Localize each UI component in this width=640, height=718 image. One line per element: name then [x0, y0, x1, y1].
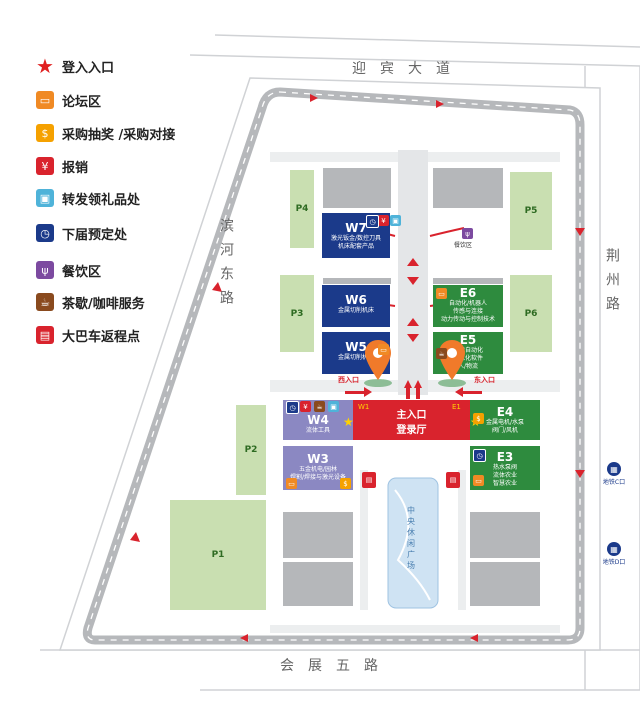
lottery-w3-icon: $: [340, 478, 351, 489]
legend-item-coffee: ☕ 茶歇/咖啡服务: [36, 291, 145, 313]
forum-marker-e6-icon: ▭: [436, 288, 447, 299]
reimburse-w4-icon: ¥: [300, 401, 311, 412]
gift-w4-icon: ▣: [328, 401, 339, 412]
parking-p4: P4: [290, 170, 314, 248]
bus-icon: ▤: [36, 326, 54, 344]
central-plaza-label: 中央休闲广场: [407, 506, 415, 570]
legend-item-lottery: $ 采购抽奖 /采购对接: [36, 122, 175, 144]
legend-item-gift: ▣ 转发领礼品处: [36, 187, 140, 209]
hall-gray-sw1: [283, 512, 353, 558]
booking-icon: ◷: [36, 224, 54, 242]
hall-gray-ne: [433, 168, 503, 208]
reimburse-marker-icon: ¥: [378, 215, 389, 226]
parking-p3: P3: [280, 275, 314, 352]
forum-marker-w5-icon: ▭: [378, 344, 389, 355]
metro-exit-d: ▦ 地铁D口: [598, 542, 630, 566]
hall-gray-se2: [470, 562, 540, 606]
dining-icon: ψ: [36, 261, 54, 279]
legend-item-entrance: ★ 登入入口: [36, 54, 115, 78]
road-south-label: 会展五路: [280, 658, 392, 674]
metro-icon: ▦: [607, 462, 621, 476]
legend-item-booking: ◷ 下届预定处: [36, 222, 127, 244]
east-entrance-label: 东入口: [474, 376, 495, 384]
hall-gray-e6top: [433, 278, 503, 284]
legend-item-reimburse: ¥ 报销: [36, 155, 88, 177]
gift-icon: ▣: [36, 189, 54, 207]
booking-w4-icon: ◷: [286, 401, 299, 414]
hall-gray-w6top: [323, 278, 391, 284]
metro-icon: ▦: [607, 542, 621, 556]
parking-p5: P5: [510, 172, 552, 250]
dining-label: 餐饮区: [454, 242, 473, 249]
gift-marker-icon: ▣: [390, 215, 401, 226]
legend-item-bus: ▤ 大巴车返程点: [36, 324, 140, 346]
lottery-e4-icon: $: [473, 413, 484, 424]
red-star-icon: ★: [36, 54, 54, 78]
booking-marker-icon: ◷: [366, 215, 379, 228]
forum-w3-icon: ▭: [286, 478, 297, 489]
hall-gray-se1: [470, 512, 540, 558]
parking-p2: P2: [236, 405, 266, 495]
hall-w6[interactable]: W6 金属切削机床: [322, 285, 390, 327]
parking-p1: P1: [170, 500, 266, 610]
lottery-icon: $: [36, 124, 54, 142]
forum-icon: ▭: [36, 91, 54, 109]
coffee-marker-icon: ☕: [436, 348, 447, 359]
location-pin-east-icon: [438, 340, 466, 387]
hall-e4[interactable]: E4 金属电机/水泵 阀门/风机: [470, 400, 540, 440]
dining-marker-icon: ψ: [462, 228, 473, 239]
road-north-label: 迎宾大道: [352, 61, 464, 77]
booth-e1: E1: [452, 403, 461, 411]
booth-w1: W1: [358, 403, 370, 411]
booking-e3-icon: ◷: [473, 449, 486, 462]
entrance-star-west-icon: ★: [343, 415, 354, 429]
metro-exit-c: ▦ 地铁C口: [598, 462, 630, 486]
road-west-label: 滨河东路: [218, 218, 234, 314]
hall-gray-nw: [323, 168, 391, 208]
legend-item-dining: ψ 餐饮区: [36, 259, 101, 281]
legend-item-forum: ▭ 论坛区: [36, 89, 101, 111]
bus-stop-west-icon: ▤: [362, 472, 376, 488]
coffee-icon: ☕: [36, 293, 54, 311]
reimbursement-icon: ¥: [36, 157, 54, 175]
road-east-label: 荆州路: [604, 248, 620, 320]
bus-stop-east-icon: ▤: [446, 472, 460, 488]
hall-gray-sw2: [283, 562, 353, 606]
hall-w7[interactable]: W7 激光钣金/数控刀具 机床配套产品: [322, 213, 390, 258]
coffee-w4-icon: ☕: [314, 401, 325, 412]
parking-p6: P6: [510, 275, 552, 352]
forum-e3-icon: ▭: [473, 475, 484, 486]
west-entrance-label: 西入口: [338, 376, 359, 384]
main-entrance-hall[interactable]: 主入口 登录厅: [353, 400, 470, 440]
